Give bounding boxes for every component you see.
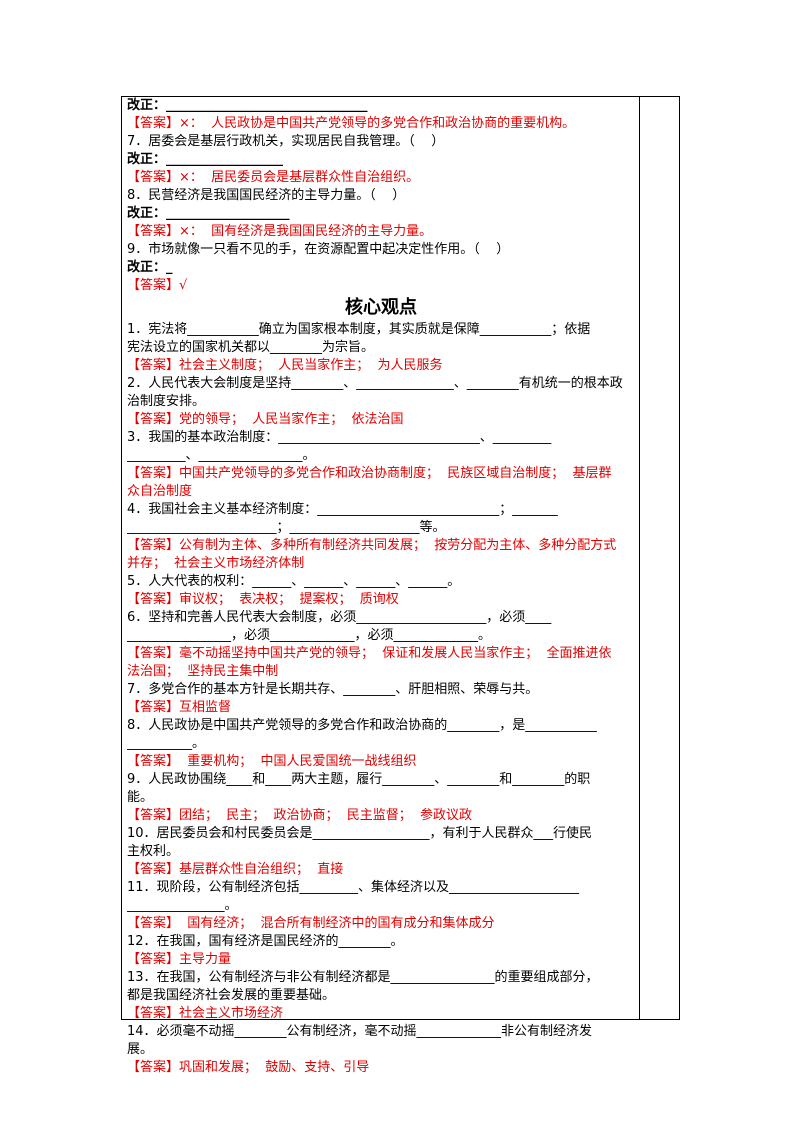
answer-line: 【答案】√: [127, 278, 188, 293]
question-line: 3．我国的基本政治制度：____________________________…: [127, 430, 552, 445]
question-line: 9．人民政协围绕____和____两大主题，履行________、_______…: [127, 772, 591, 787]
question-line: 改正：_______________________________: [127, 98, 368, 113]
question-line: 10．居民委员会和村民委员会是__________________，有利于人民群…: [127, 826, 593, 841]
question-line: 12．在我国，国有经济是国民经济的________。: [127, 934, 404, 949]
section-title: 核心观点: [345, 297, 417, 318]
answer-line: 【答案】审议权； 表决权； 提案权； 质询权: [127, 592, 399, 607]
answer-line: 【答案】互相监督: [127, 700, 232, 715]
question-line: 都是我国经济社会发展的重要基础。: [127, 988, 336, 1003]
answer-line: 【答案】社会主义制度； 人民当家作主； 为人民服务: [127, 358, 443, 373]
question-line: 5．人大代表的权利：______、______、______、______。: [127, 574, 461, 589]
answer-line: 【答案】主导力量: [127, 952, 232, 967]
answer-line: 【答案】 重要机构； 中国人民爱国统一战线组织: [127, 754, 417, 769]
answer-line: 并存； 社会主义市场经济体制: [127, 556, 305, 571]
question-line: 主权利。: [127, 844, 180, 859]
answer-line: 【答案】社会主义市场经济: [127, 1006, 284, 1021]
question-line: 7．居委会是基层行政机关，实现居民自我管理。（ ）: [127, 134, 445, 149]
question-line: 改正：_: [127, 260, 173, 275]
answer-line: 【答案】中国共产党领导的多党合作和政治协商制度； 民族区域自治制度； 基层群: [127, 466, 612, 481]
question-line: 8．民营经济是我国国民经济的主导力量。（ ）: [127, 188, 406, 203]
answer-line: 【答案】毫不动摇坚持中国共产党的领导； 保证和发展人民当家作主； 全面推进依: [127, 646, 612, 661]
question-line: _________、________________。: [127, 448, 316, 463]
question-line: 1．宪法将___________确立为国家根本制度，其实质就是保障_______…: [127, 322, 591, 337]
answer-line: 众自治制度: [127, 484, 193, 499]
table-column-divider: [639, 96, 640, 1020]
answer-line: 法治国； 坚持民主集中制: [127, 664, 279, 679]
question-line: _______________。: [127, 898, 238, 913]
question-line: 宪法设立的国家机关都以________为宗旨。: [127, 340, 375, 355]
worksheet-table: [121, 96, 680, 1020]
worksheet-content: 改正：_______________________________ 【答案】×：…: [127, 97, 635, 1077]
question-line: 改正：___________________: [127, 206, 290, 221]
answer-line: 【答案】 国有经济； 混合所有制经济中的国有成分和集体成分: [127, 916, 495, 931]
answer-line: 【答案】基层群众性自治组织； 直接: [127, 862, 344, 877]
question-line: 9．市场就像一只看不见的手，在资源配置中起决定性作用。（ ）: [127, 242, 510, 257]
answer-line: 【答案】党的领导； 人民当家作主； 依法治国: [127, 412, 404, 427]
answer-line: 【答案】巩固和发展； 鼓励、支持、引导: [127, 1060, 370, 1075]
question-line: 11．现阶段，公有制经济包括_________、集体经济以及__________…: [127, 880, 580, 895]
question-line: 13．在我国，公有制经济与非公有制经济都是________________的重要…: [127, 970, 599, 985]
question-line: 展。: [127, 1042, 154, 1057]
question-line: 4．我国社会主义基本经济制度：_________________________…: [127, 502, 558, 517]
question-line: 6．坚持和完善人民代表大会制度，必须____________________，必…: [127, 610, 552, 625]
question-line: 7．多党合作的基本方针是长期共存、________、肝胆相照、荣辱与共。: [127, 682, 539, 697]
question-line: 8．人民政协是中国共产党领导的多党合作和政治协商的________，是_____…: [127, 718, 597, 733]
question-line: __________。: [127, 736, 206, 751]
answer-line: 【答案】×： 人民政协是中国共产党领导的多党合作和政治协商的重要机构。: [127, 116, 576, 131]
question-line: ________________，必须_____________，必须_____…: [127, 628, 492, 643]
answer-line: 【答案】团结； 民主； 政治协商； 民主监督； 参政议政: [127, 808, 473, 823]
question-line: 14．必须毫不动摇________公有制经济，毫不动摇_____________…: [127, 1024, 593, 1039]
question-line: 治制度安排。: [127, 394, 206, 409]
question-line: 2．人民代表大会制度是坚持________、_______________、__…: [127, 376, 623, 391]
answer-line: 【答案】×： 国有经济是我国国民经济的主导力量。: [127, 224, 433, 239]
question-line: 能。: [127, 790, 154, 805]
answer-line: 【答案】公有制为主体、多种所有制经济共同发展； 按劳分配为主体、多种分配方式: [127, 538, 617, 553]
answer-line: 【答案】×： 居民委员会是基层群众性自治组织。: [127, 170, 420, 185]
question-line: 改正：__________________: [127, 152, 284, 167]
question-line: _______________________；________________…: [127, 520, 446, 535]
